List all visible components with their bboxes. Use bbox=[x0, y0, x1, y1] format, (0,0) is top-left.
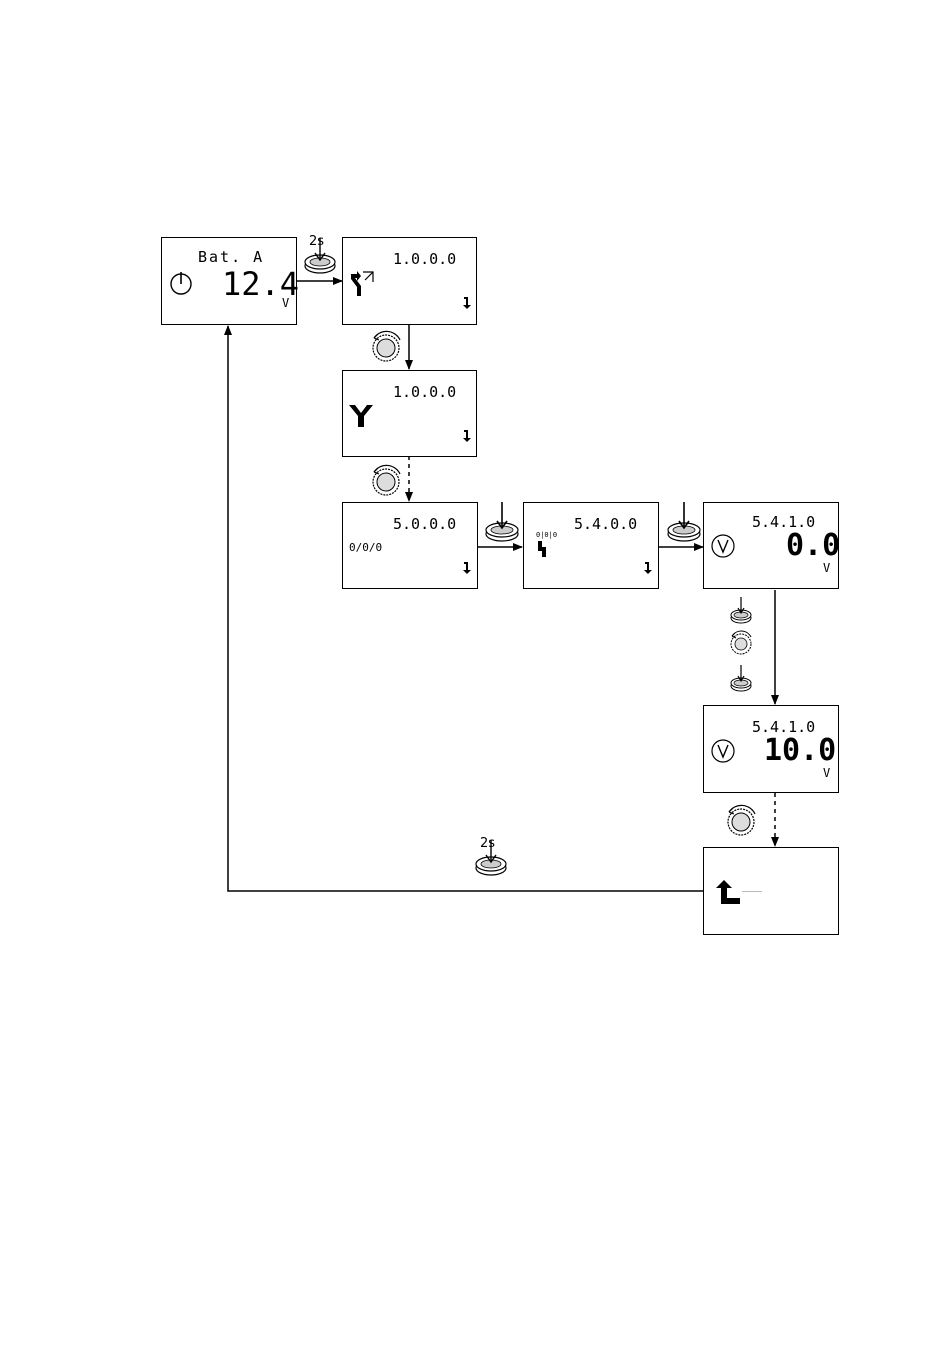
power-icon bbox=[168, 270, 194, 296]
branch-icon bbox=[347, 401, 375, 429]
voltage-unit: V bbox=[823, 766, 830, 780]
press-button-icon bbox=[664, 500, 704, 544]
scroll-down-icon bbox=[462, 429, 472, 443]
menu-sub-label: 0/0/0 bbox=[349, 541, 382, 554]
screen-menu-5000: 5.0.0.0 0/0/0 bbox=[342, 502, 478, 589]
voltage-setting-value: 0.0 bbox=[786, 531, 840, 561]
separator-line bbox=[742, 891, 762, 892]
screen-back bbox=[703, 847, 839, 935]
rotate-knob-icon bbox=[727, 628, 755, 658]
voltage-setting-value: 10.0 bbox=[764, 736, 836, 766]
rotate-knob-icon bbox=[366, 326, 406, 366]
voltage-icon bbox=[710, 738, 736, 764]
press-button-icon bbox=[728, 595, 754, 625]
screen-menu-1000: 1.0.0.0 bbox=[342, 237, 477, 325]
menu-code: 5.0.0.0 bbox=[393, 515, 456, 533]
voltage-icon bbox=[710, 533, 736, 559]
press-button-icon bbox=[482, 500, 522, 544]
menu-code: 1.0.0.0 bbox=[393, 250, 456, 268]
screen-menu-5400: 5.4.0.0 0|0|0 bbox=[523, 502, 659, 589]
scroll-down-icon bbox=[462, 561, 472, 575]
press-button-icon bbox=[728, 663, 754, 693]
hold-time-label: 2s bbox=[309, 234, 324, 249]
screen-home: Bat. A 12.4 V bbox=[161, 237, 297, 325]
rotate-knob-icon bbox=[721, 800, 761, 840]
battery-label: Bat. A bbox=[198, 248, 264, 266]
menu-code: 5.4.0.0 bbox=[574, 515, 637, 533]
screen-menu-1000-alt: 1.0.0.0 bbox=[342, 370, 477, 457]
return-arrow-icon bbox=[714, 878, 744, 908]
branch-exit-icon bbox=[347, 268, 377, 298]
voltage-unit: V bbox=[282, 296, 289, 310]
voltage-unit: V bbox=[823, 561, 830, 575]
menu-code: 1.0.0.0 bbox=[393, 383, 456, 401]
screen-menu-5410-set: 5.4.1.0 10.0 V bbox=[703, 705, 839, 793]
menu-sub-label: 0|0|0 bbox=[536, 531, 557, 539]
rotate-knob-icon bbox=[366, 460, 406, 500]
scroll-down-icon bbox=[643, 561, 653, 575]
scroll-down-icon bbox=[462, 296, 472, 310]
screen-menu-5410: 5.4.1.0 0.0 V bbox=[703, 502, 839, 589]
signal-icon bbox=[534, 539, 548, 559]
hold-time-label: 2s bbox=[480, 836, 495, 851]
